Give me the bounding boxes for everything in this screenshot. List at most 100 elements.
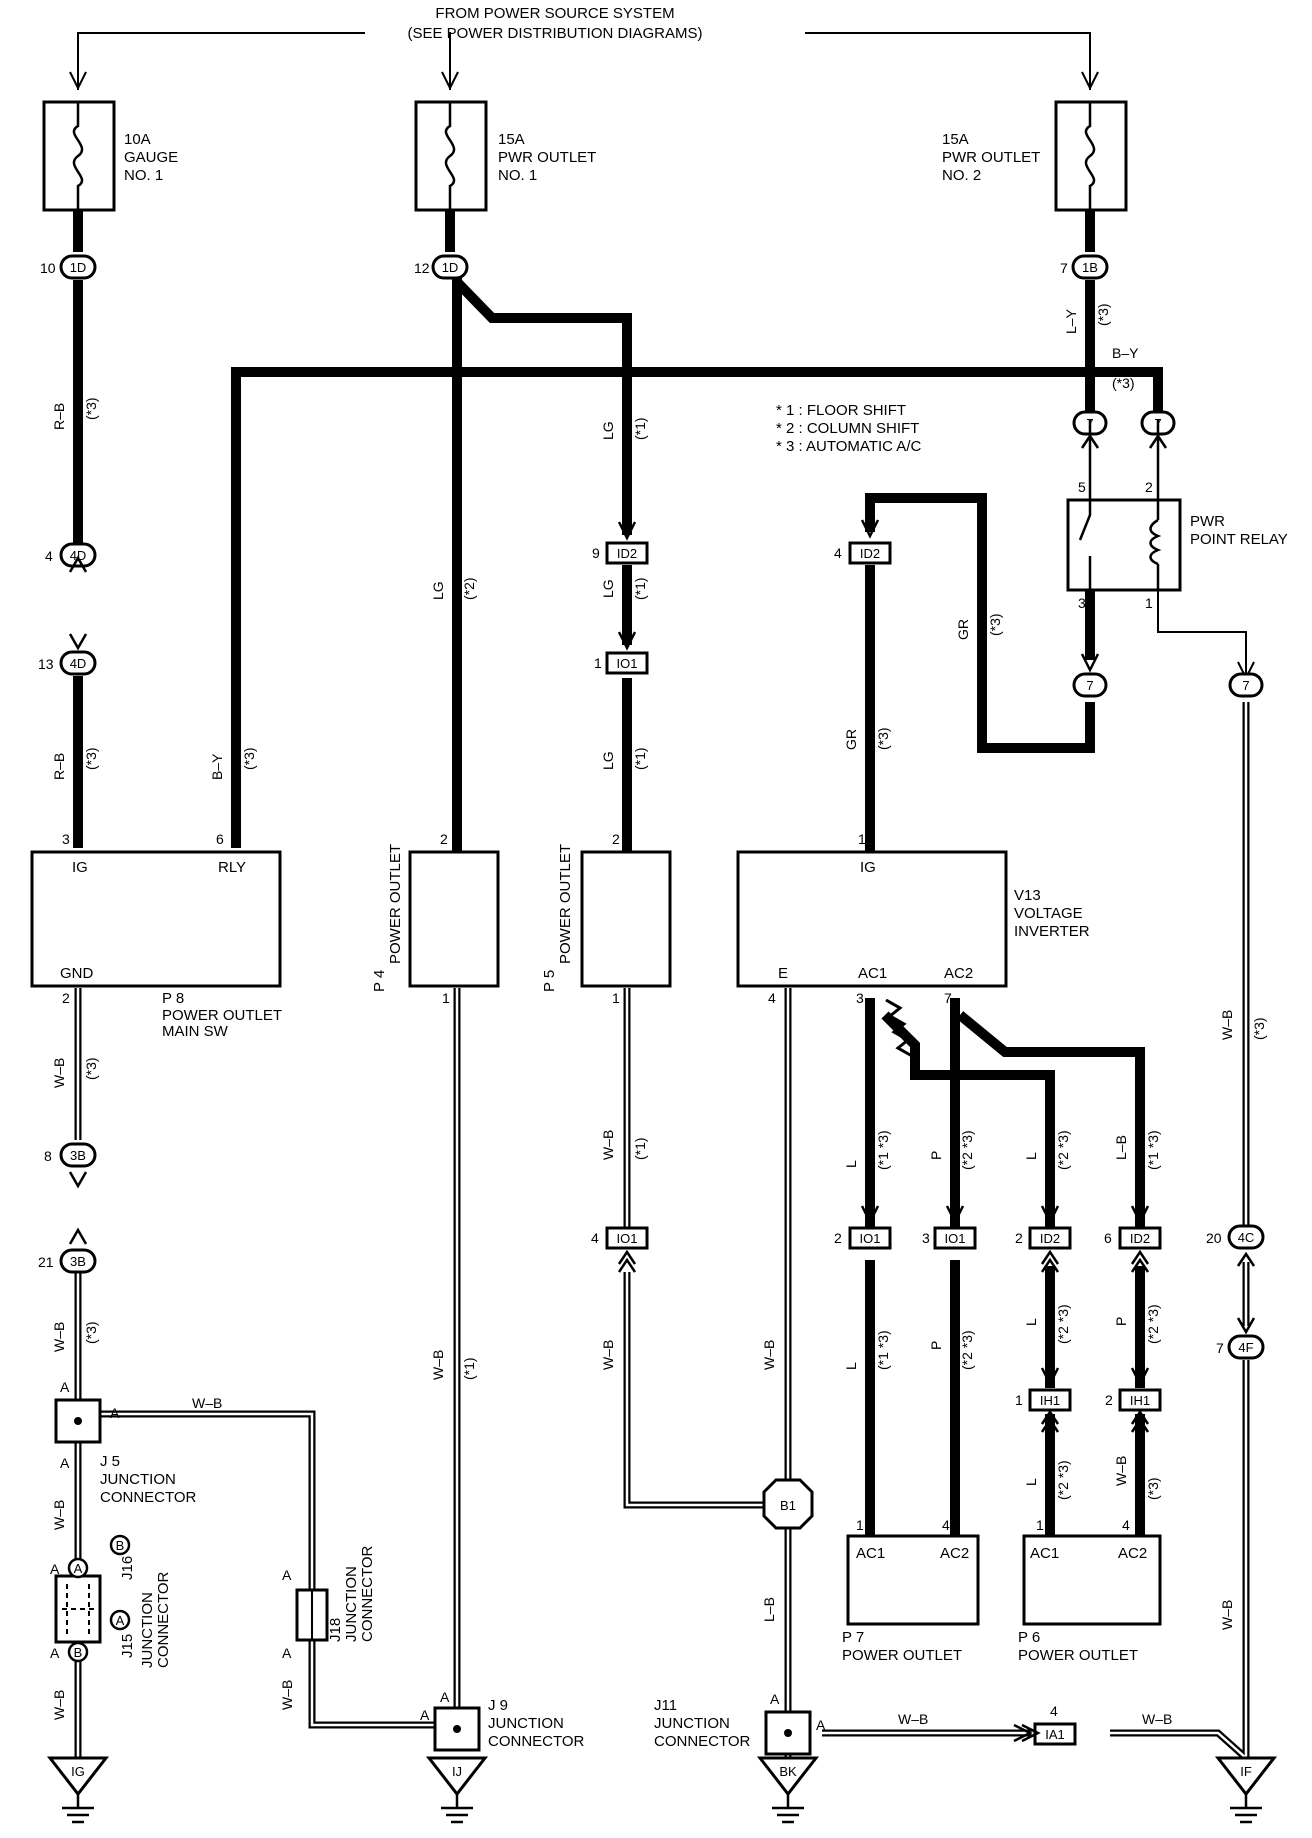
svg-text:4: 4 [942, 1517, 950, 1533]
wire-labels: R–B (*3) R–B (*3) B–Y (*3) LG (*2) LG (*… [51, 303, 1267, 1727]
svg-text:IH1: IH1 [1040, 1393, 1060, 1408]
svg-text:L–B: L–B [1113, 1135, 1129, 1160]
svg-text:ID2: ID2 [1130, 1231, 1150, 1246]
svg-text:L–Y: L–Y [1063, 308, 1079, 334]
svg-text:J15: J15 [119, 1634, 136, 1658]
svg-text:3: 3 [62, 831, 70, 847]
connector-1D-a: 1D 10 [40, 254, 97, 280]
svg-text:P 5: P 5 [541, 970, 558, 992]
svg-text:J18: J18 [327, 1618, 344, 1642]
svg-text:CONNECTOR: CONNECTOR [155, 1571, 172, 1668]
svg-text:5: 5 [1078, 479, 1086, 495]
svg-text:ID2: ID2 [617, 546, 637, 561]
svg-text:JUNCTION: JUNCTION [654, 1715, 730, 1732]
fuse-pwr-outlet-no1: 15A PWR OUTLET NO. 1 [414, 100, 596, 212]
svg-text:1: 1 [594, 655, 602, 671]
svg-text:2: 2 [612, 831, 620, 847]
connector-4C: 4C 20 [1206, 1224, 1265, 1250]
connector-ID2-b: ID2 4 [834, 541, 892, 565]
svg-text:(*3): (*3) [1095, 303, 1111, 326]
svg-text:3: 3 [1078, 595, 1086, 611]
power-source-header: FROM POWER SOURCE SYSTEM (SEE POWER DIST… [407, 5, 702, 42]
svg-text:(*3): (*3) [1251, 1017, 1267, 1040]
fuse-icon [1084, 102, 1096, 210]
j11-junction-connector: A A J11 JUNCTION CONNECTOR [654, 1691, 826, 1756]
svg-text:2: 2 [834, 1230, 842, 1246]
svg-text:MAIN SW: MAIN SW [162, 1023, 229, 1040]
svg-text:7: 7 [1060, 260, 1068, 276]
svg-text:(*1 *3): (*1 *3) [1145, 1130, 1161, 1170]
svg-text:3: 3 [922, 1230, 930, 1246]
svg-text:A: A [60, 1455, 70, 1471]
j15-j16-junction-connector: A B A A B A J16 J15 JUNCTION CONNECTOR [50, 1534, 172, 1668]
svg-text:LG: LG [430, 581, 446, 600]
connector-B1: B1 [762, 1478, 814, 1530]
svg-text:1D: 1D [70, 260, 87, 275]
svg-text:POWER OUTLET: POWER OUTLET [842, 1647, 962, 1664]
svg-text:PWR OUTLET: PWR OUTLET [498, 149, 596, 166]
svg-text:IO1: IO1 [617, 1231, 638, 1246]
svg-text:IG: IG [71, 1764, 85, 1779]
feed-line-right [805, 32, 1091, 90]
svg-text:(*1 *3): (*1 *3) [875, 1130, 891, 1170]
svg-text:GAUGE: GAUGE [124, 149, 178, 166]
fuse-gauge-no1: 10A GAUGE NO. 1 [42, 100, 178, 212]
svg-text:13: 13 [38, 656, 54, 672]
svg-text:(*3): (*3) [1112, 375, 1135, 391]
svg-text:P 7: P 7 [842, 1629, 864, 1646]
svg-text:(*3): (*3) [83, 397, 99, 420]
svg-text:4: 4 [834, 545, 842, 561]
svg-text:4F: 4F [1238, 1340, 1253, 1355]
svg-text:A: A [74, 1561, 83, 1576]
svg-text:12: 12 [414, 260, 430, 276]
connector-ID2-a: ID2 9 [592, 541, 649, 565]
svg-text:IO1: IO1 [860, 1231, 881, 1246]
svg-text:10: 10 [40, 260, 56, 276]
svg-text:6: 6 [216, 831, 224, 847]
svg-text:1D: 1D [442, 260, 459, 275]
p4-power-outlet: 2 1 P 4 POWER OUTLET [371, 831, 500, 1006]
svg-text:LG: LG [600, 421, 616, 440]
svg-text:POWER OUTLET: POWER OUTLET [162, 1007, 282, 1024]
svg-text:* 2 : COLUMN SHIFT: * 2 : COLUMN SHIFT [776, 420, 919, 437]
connector-4D-a: 4D 4 [45, 542, 97, 568]
j5-junction-connector: A A A J 5 JUNCTION CONNECTOR [54, 1379, 197, 1506]
svg-text:AC2: AC2 [940, 1545, 969, 1562]
svg-text:JUNCTION: JUNCTION [343, 1566, 360, 1642]
svg-text:1: 1 [1145, 595, 1153, 611]
relay-coil-icon [1149, 518, 1162, 566]
connector-IO1-b: IO1 4 [591, 1226, 649, 1250]
svg-text:6: 6 [1104, 1230, 1112, 1246]
svg-text:W–B: W–B [430, 1350, 446, 1380]
svg-text:A: A [420, 1707, 430, 1723]
wire-relay-pin1 [1157, 575, 1247, 680]
svg-text:W–B: W–B [279, 1680, 295, 1710]
svg-text:NO. 2: NO. 2 [942, 167, 981, 184]
svg-text:(*3): (*3) [83, 747, 99, 770]
connector-3B-b: 3B 21 [38, 1248, 97, 1274]
svg-text:* 1 : FLOOR SHIFT: * 1 : FLOOR SHIFT [776, 402, 906, 419]
svg-text:3B: 3B [70, 1148, 86, 1163]
svg-text:AC1: AC1 [858, 965, 887, 982]
v13-voltage-inverter: IG E AC1 AC2 1 4 3 7 V13 VOLTAGE INVERTE… [736, 831, 1090, 1006]
connector-IO1-a: IO1 1 [594, 651, 649, 675]
svg-text:IO1: IO1 [945, 1231, 966, 1246]
svg-text:1: 1 [1036, 1517, 1044, 1533]
svg-text:(*3): (*3) [1145, 1477, 1161, 1500]
connector-4F: 4F 7 [1216, 1334, 1265, 1360]
svg-text:CONNECTOR: CONNECTOR [488, 1733, 585, 1750]
ground-IG: IG [46, 1756, 110, 1824]
svg-text:BK: BK [779, 1764, 797, 1779]
connector-7-d: 7 [1228, 672, 1264, 698]
svg-text:20: 20 [1206, 1230, 1222, 1246]
svg-text:IJ: IJ [452, 1764, 462, 1779]
svg-text:GR: GR [843, 729, 859, 750]
feed-arrow-icon [1081, 71, 1099, 91]
svg-text:15A: 15A [498, 131, 525, 148]
svg-text:(*1 *3): (*1 *3) [875, 1330, 891, 1370]
svg-text:CONNECTOR: CONNECTOR [100, 1489, 197, 1506]
svg-text:7: 7 [1086, 678, 1093, 693]
p8-power-outlet-main-sw: IG RLY GND 3 6 2 P 8 POWER OUTLET MAIN S… [30, 831, 282, 1040]
svg-text:4: 4 [591, 1230, 599, 1246]
svg-text:(*3): (*3) [875, 727, 891, 750]
